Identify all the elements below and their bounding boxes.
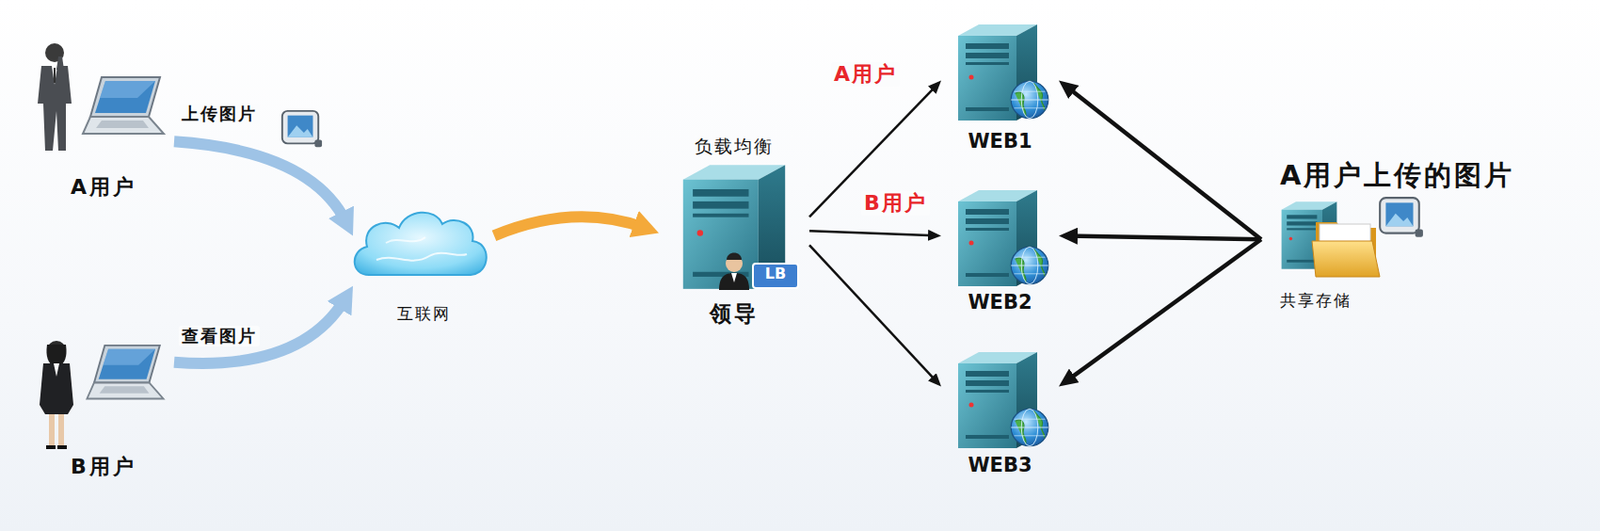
user-node: B用户 xyxy=(32,334,175,490)
connector-arrow xyxy=(1067,236,1262,240)
web-server-icon xyxy=(958,24,1049,121)
edge-label: A用户 xyxy=(831,62,900,87)
node-label: 互联网 xyxy=(397,304,451,323)
cloud-node: 互联网 xyxy=(352,211,495,332)
connector-arrow xyxy=(809,244,938,383)
connector-arrow xyxy=(174,298,346,363)
node-label: WEB3 xyxy=(967,453,1032,478)
laptop xyxy=(86,345,163,400)
web-server-node: WEB1 xyxy=(941,16,1059,159)
load-balancer-node: 负载均衡 LB 领导 xyxy=(658,131,810,335)
woman-figure xyxy=(39,340,74,449)
storage-node: A用户上传的图片共享存储 xyxy=(1261,155,1572,320)
node-label: A用户 xyxy=(70,175,137,200)
node-label: 共享存储 xyxy=(1280,290,1352,310)
folder-icon xyxy=(1312,222,1380,277)
connector-arrow xyxy=(809,84,938,217)
web-server-icon xyxy=(958,190,1049,287)
cloud-icon xyxy=(354,212,487,275)
lb-badge xyxy=(752,263,799,288)
man-figure xyxy=(37,43,72,151)
connector-arrow xyxy=(1065,239,1262,382)
edge-label: B用户 xyxy=(861,191,930,216)
edge-label: 上传图片 xyxy=(178,103,260,125)
node-label: LB xyxy=(765,264,786,283)
web-server-icon xyxy=(958,352,1049,448)
node-label: WEB1 xyxy=(967,129,1032,154)
connector-arrow xyxy=(174,141,347,223)
web-server-node: WEB2 xyxy=(941,183,1059,318)
picture-icon xyxy=(282,111,322,147)
edge-label: 查看图片 xyxy=(178,325,260,347)
connector-arrow xyxy=(809,230,936,236)
node-label: 负载均衡 xyxy=(694,135,774,158)
leader-figure xyxy=(719,253,750,291)
node-label: 领导 xyxy=(709,301,759,328)
node-label: WEB2 xyxy=(967,290,1032,315)
user-node: A用户 xyxy=(32,37,175,206)
picture-icon xyxy=(1379,197,1424,238)
lb-server xyxy=(683,164,785,289)
node-label: B用户 xyxy=(70,454,137,480)
node-label: A用户上传的图片 xyxy=(1280,159,1515,192)
connector-arrow xyxy=(494,216,645,236)
web-server-node: WEB3 xyxy=(941,348,1059,480)
laptop xyxy=(82,77,164,134)
connector-arrow xyxy=(1065,85,1262,240)
